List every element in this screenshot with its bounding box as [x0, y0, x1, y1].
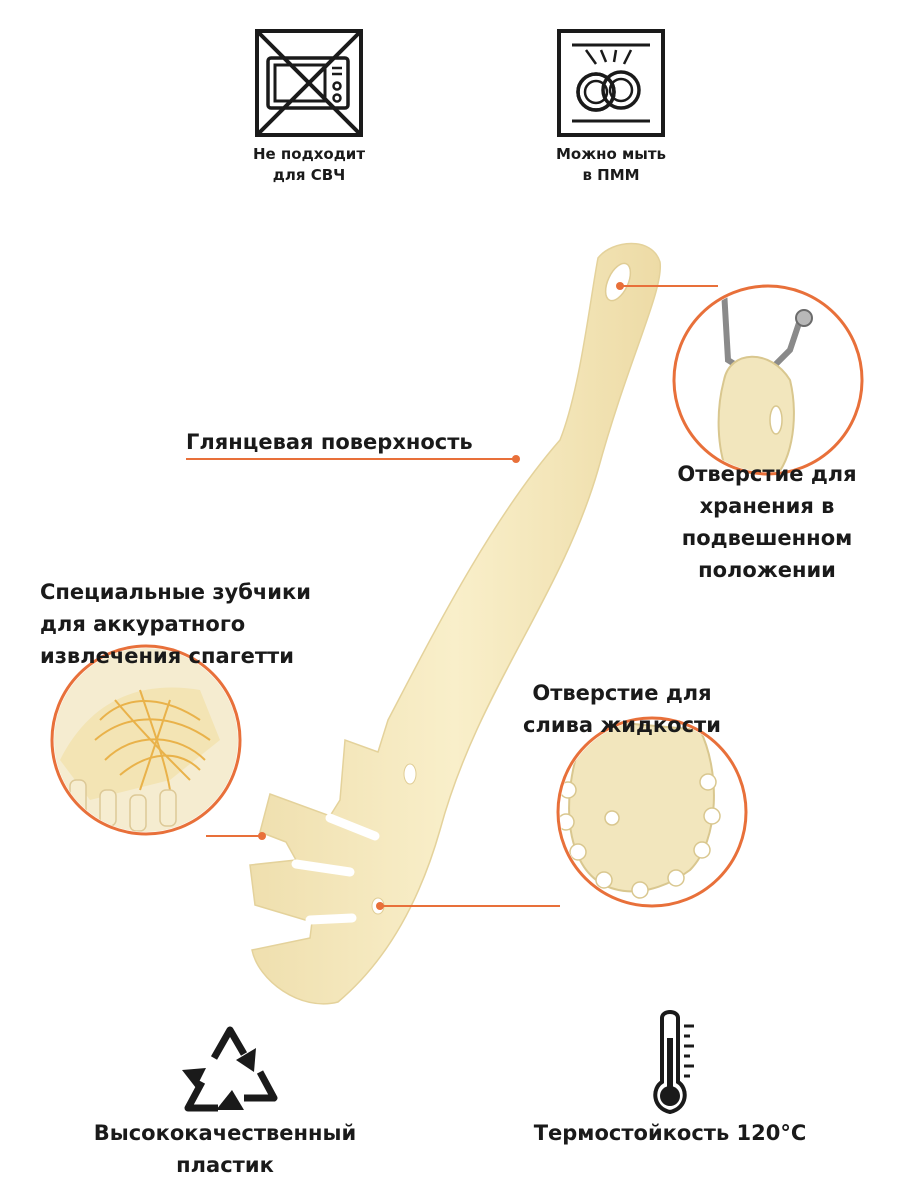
label-line: Отверстие для — [532, 681, 712, 705]
teeth-label: Специальные зубчики для аккуратного извл… — [40, 576, 311, 672]
no-microwave-icon — [255, 29, 363, 137]
label-line: для аккуратного — [40, 612, 246, 636]
caption-line: для СВЧ — [272, 166, 346, 184]
hanging-hole-label: Отверстие для хранения в подвешенном пол… — [662, 458, 872, 586]
teeth-detail-circle — [50, 644, 242, 836]
caption-line: в ПММ — [582, 166, 640, 184]
drain-hole-label: Отверстие для слива жидкости — [512, 677, 732, 741]
caption-line: Не подходит — [252, 145, 366, 163]
label-line: слива жидкости — [523, 713, 721, 737]
label-line: Отверстие для — [677, 462, 857, 486]
drain-detail-circle — [556, 716, 748, 908]
label-line: Специальные зубчики — [40, 580, 311, 604]
glossy-surface-label: Глянцевая поверхность — [186, 430, 473, 454]
caption-line: пластик — [176, 1153, 274, 1177]
label-line: извлечения спагетти — [40, 644, 294, 668]
label-line: хранения в — [699, 494, 835, 518]
hanging-detail-circle — [672, 284, 864, 476]
plastic-caption: Высококачественный пластик — [70, 1117, 380, 1181]
thermometer-icon — [653, 1010, 694, 1115]
spoon-body — [249, 242, 662, 1005]
label-line: подвешенном — [681, 526, 853, 550]
drain-hole-upper — [403, 763, 417, 785]
label-line: положении — [698, 558, 836, 582]
dishwasher-icon — [557, 29, 665, 137]
heat-resistance-caption: Термостойкость 120°C — [533, 1121, 807, 1145]
no-microwave-caption: Не подходит для СВЧ — [209, 144, 409, 186]
recycle-icon — [182, 1026, 278, 1112]
dishwasher-caption: Можно мыть в ПММ — [511, 144, 711, 186]
caption-line: Высококачественный — [93, 1121, 357, 1145]
caption-line: Можно мыть — [555, 145, 667, 163]
